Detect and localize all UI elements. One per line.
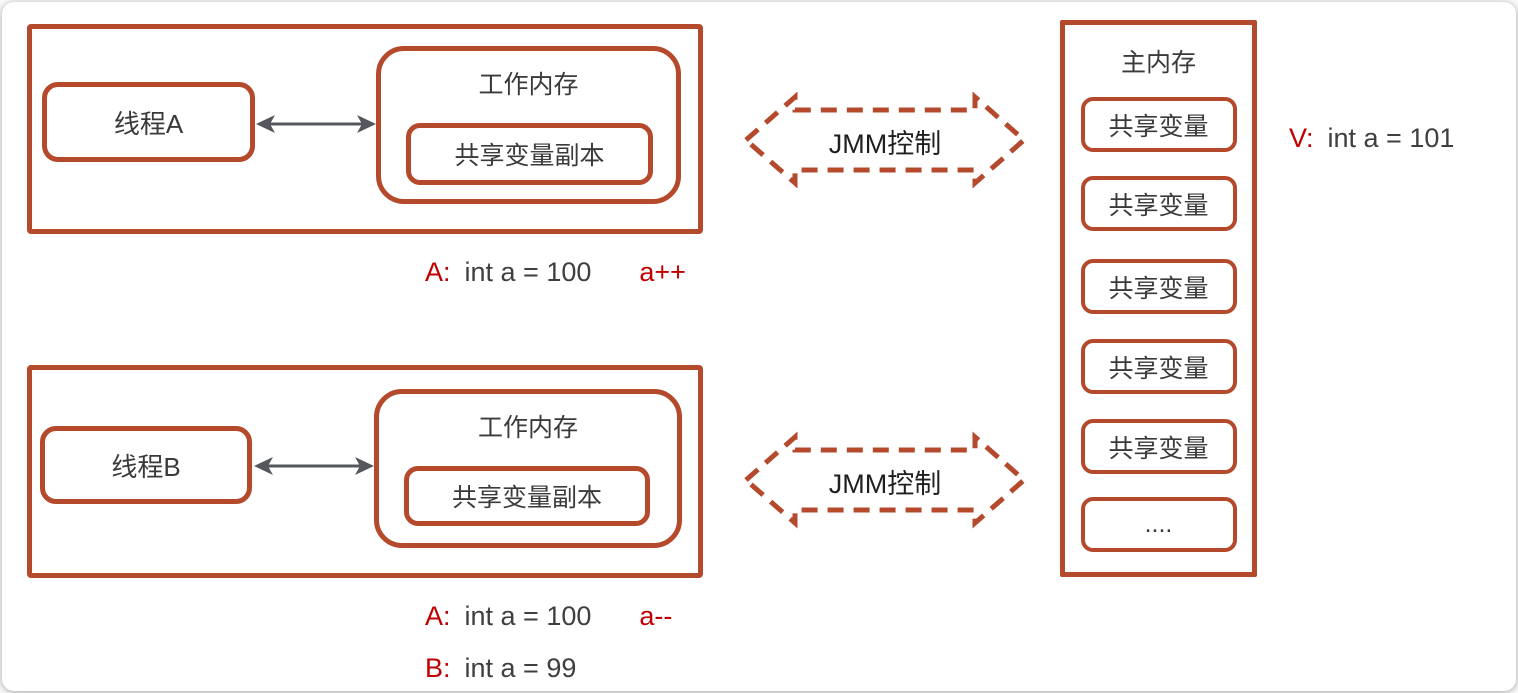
annotation-b1-prefix: A: (425, 601, 451, 631)
working-memory-a-title: 工作内存 (478, 71, 579, 99)
annotation-v-prefix: V: (1289, 123, 1314, 153)
shared-variable-box: 共享变量 (1080, 259, 1237, 314)
annotation-b1-statement: int a = 100 (464, 601, 592, 631)
annotation-b2-statement: int a = 99 (464, 653, 577, 683)
annotation-a-statement: int a = 100 (464, 257, 592, 287)
annotation-thread-a: A: int a = 100 a++ (425, 257, 686, 288)
thread-a-label: 线程A (113, 108, 184, 139)
main-memory-title: 主内存 (1120, 49, 1196, 77)
shared-variable-box: 共享变量 (1080, 339, 1237, 394)
annotation-b1-operation: a-- (639, 601, 673, 631)
annotation-main-memory: V: int a = 101 (1289, 123, 1454, 154)
thread-a-box: 线程A (42, 82, 255, 162)
annotation-thread-b-1: A: int a = 100 a-- (425, 601, 672, 632)
shared-variable-box: 共享变量 (1080, 176, 1237, 231)
thread-b-label: 线程B (111, 451, 181, 482)
annotation-a-prefix: A: (425, 257, 451, 287)
jmm-control-label: JMM控制 (828, 468, 942, 499)
annotation-a-operation: a++ (639, 257, 686, 287)
annotation-v-statement: int a = 101 (1327, 123, 1455, 153)
shared-variable-box: 共享变量 (1080, 419, 1237, 474)
main-memory-box: 主内存 共享变量 共享变量 共享变量 共享变量 共享变量 .... (1060, 20, 1257, 577)
jmm-control-label: JMM控制 (828, 128, 942, 159)
shared-copy-a-box: 共享变量副本 (406, 123, 653, 185)
working-memory-b-title: 工作内存 (477, 414, 578, 442)
annotation-thread-b-2: B: int a = 99 (425, 653, 576, 684)
thread-b-box: 线程B (40, 426, 252, 504)
jmm-control-arrow-top: JMM控制 (742, 91, 1028, 189)
bidirectional-arrow-icon (254, 110, 378, 138)
jmm-control-arrow-bottom: JMM控制 (742, 431, 1028, 529)
shared-variable-box: 共享变量 (1080, 97, 1237, 152)
bidirectional-arrow-icon (252, 452, 376, 480)
shared-variable-ellipsis-box: .... (1080, 497, 1237, 552)
annotation-b2-prefix: B: (425, 653, 451, 683)
shared-copy-b-box: 共享变量副本 (404, 466, 650, 526)
